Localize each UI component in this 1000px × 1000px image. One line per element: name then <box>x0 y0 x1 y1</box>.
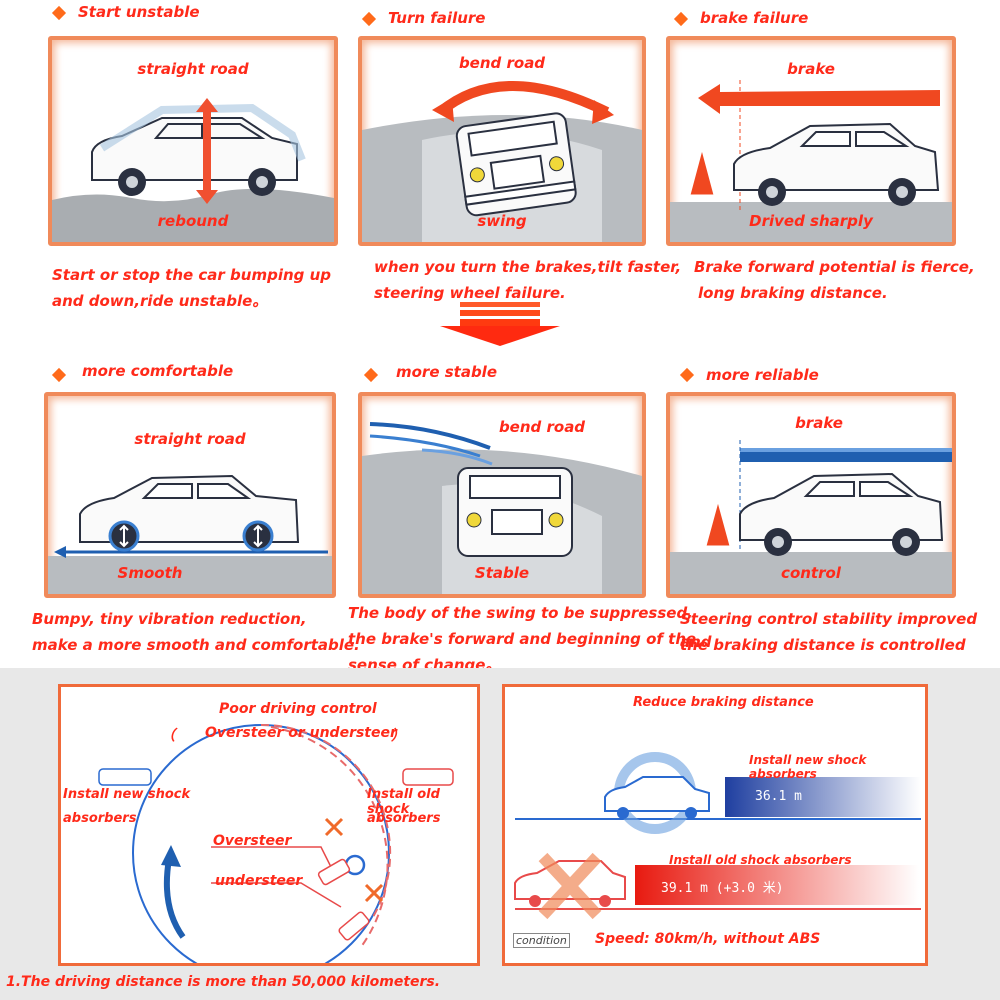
bullet-icon <box>363 367 379 383</box>
heading-more-reliable: more reliable <box>706 366 819 384</box>
label-straight-road: straight road <box>137 60 249 78</box>
label-rebound: rebound <box>157 212 229 230</box>
car-braking-illustration <box>670 80 952 242</box>
car-bumping-illustration <box>52 98 334 242</box>
heading-turn-failure: Turn failure <box>388 9 486 27</box>
panel-turn-failure: bend road swing <box>358 36 646 246</box>
caption-brake-failure-1: Brake forward potential is fierce, <box>694 258 975 276</box>
caption-start-unstable-2: and down,ride unstable。 <box>52 292 268 310</box>
label-old-absorbers: Install old shock absorbers <box>669 853 852 867</box>
label-bend-road: bend road <box>458 54 546 72</box>
caption-reliable-2: the braking distance is controlled <box>680 636 966 654</box>
panel-start-unstable: straight road rebound <box>48 36 338 246</box>
label-understeer: understeer <box>215 873 303 889</box>
label-install-new-1: Install new shock <box>63 787 191 802</box>
car-stable-illustration <box>362 422 642 594</box>
value-new-distance: 36.1 m <box>755 789 802 804</box>
down-arrow-icon <box>440 302 560 346</box>
braking-distance-diagram <box>514 752 921 920</box>
title-reduce-braking-distance: Reduce braking distance <box>633 695 814 710</box>
panel-poor-driving-control: Poor driving control （ Oversteer or unde… <box>58 684 480 966</box>
car-swing-illustration <box>362 81 642 242</box>
caption-stable-2: the brake's forward and beginning of the <box>348 630 697 648</box>
caption-stable-1: The body of the swing to be suppressed, <box>348 604 693 622</box>
label-straight-road-2: straight road <box>134 430 246 448</box>
subtitle-oversteer-or-understeer: Oversteer or understeer <box>205 725 397 741</box>
heading-more-comfortable: more comfortable <box>82 362 234 380</box>
heading-brake-failure: brake failure <box>700 9 809 27</box>
caption-comfortable-2: make a more smooth and comfortable. <box>32 636 360 654</box>
caption-comfortable-1: Bumpy, tiny vibration reduction, <box>32 610 307 628</box>
subtitle-close-paren: ） <box>391 728 405 744</box>
footnote: 1.The driving distance is more than 50,0… <box>6 974 441 990</box>
value-old-distance: 39.1 m (+3.0 米) <box>661 881 784 896</box>
label-smooth: Smooth <box>117 564 183 582</box>
bullet-icon <box>673 11 689 27</box>
label-brake-middle: brake <box>795 414 843 432</box>
label-stable: Stable <box>474 564 530 582</box>
condition-text: Speed: 80km/h, without ABS <box>595 931 821 947</box>
label-bend-road-2: bend road <box>498 418 586 436</box>
panel-brake-failure: brake Drived sharply <box>666 36 956 246</box>
caption-reliable-1: Steering control stability improved and <box>680 610 978 652</box>
subtitle-open-paren: （ <box>161 728 175 744</box>
heading-start-unstable: Start unstable <box>78 3 200 21</box>
label-oversteer: Oversteer <box>213 833 292 849</box>
car-controlled-brake-illustration <box>670 440 952 594</box>
caption-brake-failure-2: long braking distance. <box>698 284 888 302</box>
panel-reduce-braking-distance: Reduce braking distance Install new shoc… <box>502 684 928 966</box>
label-drived-sharply: Drived sharply <box>749 212 873 230</box>
bullet-icon <box>361 11 377 27</box>
label-brake-top: brake <box>787 60 835 78</box>
condition-tag: condition <box>513 933 570 948</box>
condition-tag-text: condition <box>516 934 567 947</box>
label-install-old-2: absorbers <box>367 811 441 826</box>
bullet-icon <box>679 367 695 383</box>
bullet-icon <box>51 367 67 383</box>
caption-turn-failure-2: steering wheel failure. <box>374 284 566 302</box>
label-new-absorbers: Install new shock absorbers <box>749 753 867 781</box>
steering-circle-diagram <box>98 723 454 963</box>
label-install-new-2: absorbers <box>63 811 137 826</box>
label-install-old-1: Install old shock <box>367 787 440 817</box>
panel-more-reliable: brake control <box>666 392 956 598</box>
caption-start-unstable-1: Start or stop the car bumping up <box>52 266 332 284</box>
caption-turn-failure-1: when you turn the brakes,tilt faster, <box>374 258 682 276</box>
car-smooth-illustration <box>48 474 332 594</box>
heading-more-stable: more stable <box>396 363 498 381</box>
label-control: control <box>781 564 841 582</box>
bullet-icon <box>51 5 67 21</box>
label-swing: swing <box>477 212 527 230</box>
panel-more-comfortable: straight road Smooth <box>44 392 336 598</box>
title-poor-driving-control: Poor driving control <box>219 701 377 717</box>
panel-more-stable: bend road Stable <box>358 392 646 598</box>
